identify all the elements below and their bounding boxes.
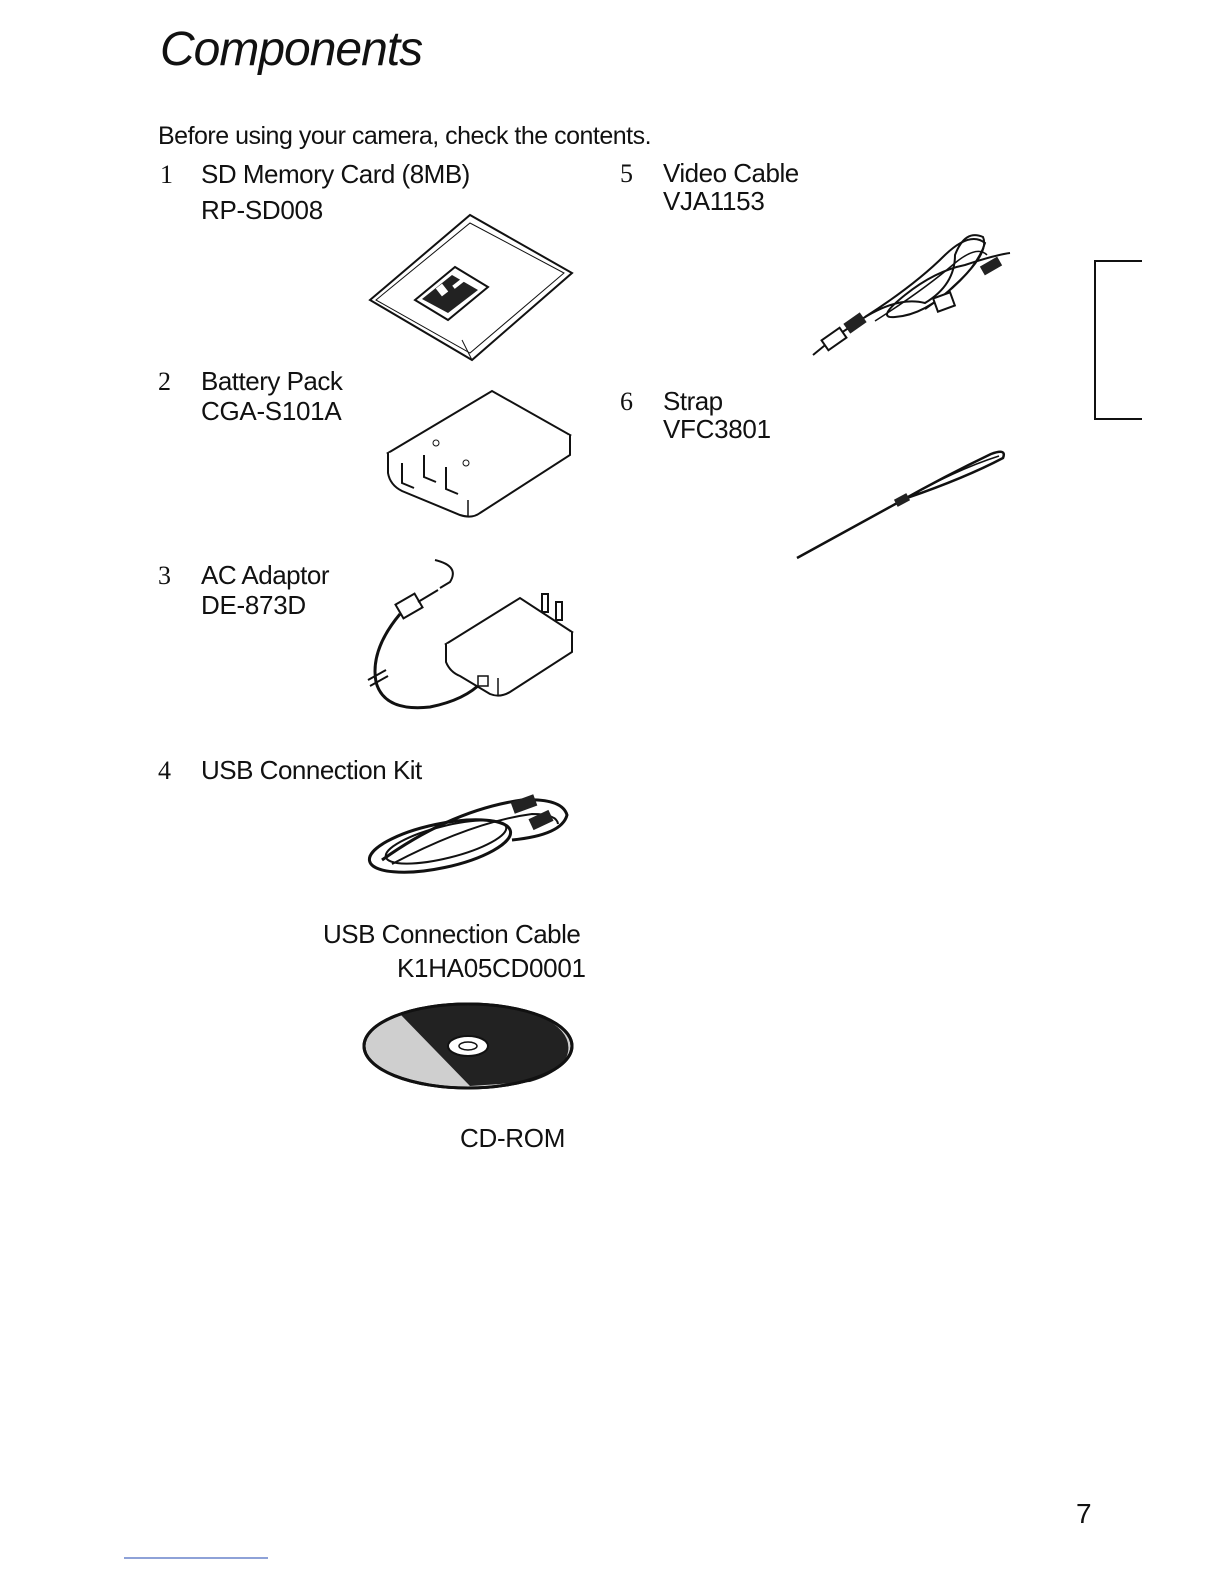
battery-pack-icon	[380, 385, 580, 525]
page-title: Components	[160, 22, 422, 77]
footer-rule	[124, 1557, 268, 1559]
video-cable-icon	[805, 225, 1020, 365]
item-code: CGA-S101A	[201, 397, 341, 426]
item-name: Battery Pack	[201, 367, 342, 396]
usb-cable-code: K1HA05CD0001	[397, 954, 586, 983]
item-number: 1	[160, 160, 173, 190]
sd-card-icon	[360, 205, 580, 365]
usb-cable-icon	[362, 780, 582, 890]
item-number: 2	[158, 367, 171, 397]
page-number: 7	[1076, 1498, 1092, 1530]
cd-rom-label: CD-ROM	[460, 1124, 565, 1153]
item-code: VJA1153	[663, 187, 765, 216]
item-code: DE-873D	[201, 591, 306, 620]
intro-text: Before using your camera, check the cont…	[158, 122, 651, 151]
item-name: AC Adaptor	[201, 561, 329, 590]
item-code: RP-SD008	[201, 196, 323, 225]
item-number: 4	[158, 756, 171, 786]
item-number: 3	[158, 561, 171, 591]
strap-icon	[795, 448, 1010, 563]
item-name: Strap	[663, 387, 723, 416]
item-name: SD Memory Card (8MB)	[201, 160, 470, 189]
item-number: 6	[620, 387, 633, 417]
usb-cable-name: USB Connection Cable	[323, 920, 580, 949]
item-name: Video Cable	[663, 159, 799, 188]
item-number: 5	[620, 159, 633, 189]
item-code: VFC3801	[663, 415, 771, 444]
ac-adaptor-icon	[360, 552, 590, 722]
cd-rom-icon	[360, 1000, 580, 1092]
section-tab-marker	[1094, 260, 1142, 420]
